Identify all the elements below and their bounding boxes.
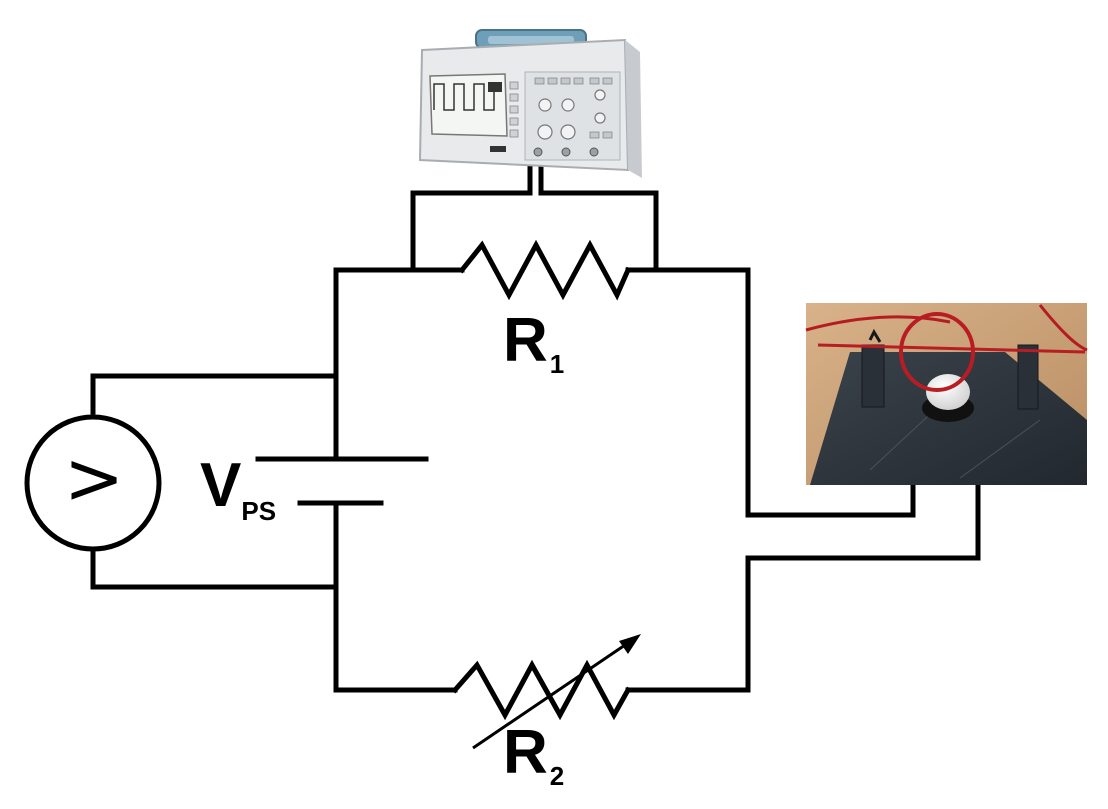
left-post bbox=[861, 344, 885, 408]
bottom-wire-left bbox=[333, 585, 415, 693]
oscilloscope-usb-port bbox=[490, 146, 506, 152]
oscilloscope-panel-buttons bbox=[534, 77, 613, 139]
label-vps-sub: PS bbox=[241, 496, 277, 526]
top-wire-left bbox=[333, 267, 465, 381]
bottom-wire-right bbox=[625, 482, 981, 693]
oscilloscope-icon bbox=[418, 29, 642, 178]
oscilloscope-menu-buttons bbox=[509, 81, 519, 138]
label-r1-sub: 1 bbox=[549, 349, 565, 379]
coil-axle-wire bbox=[817, 343, 1086, 354]
plate-texture-line bbox=[959, 419, 1041, 479]
oscilloscope-handle-grip bbox=[488, 36, 574, 44]
label-r1: R1 bbox=[503, 310, 564, 378]
coil-apparatus-photo bbox=[805, 303, 1088, 485]
voltmeter-icon bbox=[24, 373, 339, 590]
right-post bbox=[1017, 344, 1039, 410]
variable-arrow-line bbox=[472, 641, 629, 750]
label-vps: VPS bbox=[200, 455, 276, 525]
variable-arrow-head bbox=[619, 634, 641, 654]
resistor-r2 bbox=[451, 659, 632, 721]
background-wire-red bbox=[805, 315, 951, 332]
label-r2: R2 bbox=[503, 722, 564, 790]
oscilloscope-side bbox=[625, 40, 642, 178]
label-r2-main: R bbox=[503, 718, 548, 787]
oscilloscope-screen-readout bbox=[488, 82, 502, 92]
oscilloscope-control-panel bbox=[524, 71, 621, 161]
voltmeter-symbol: > bbox=[63, 436, 125, 520]
oscilloscope-leads bbox=[410, 165, 659, 271]
label-r1-main: R bbox=[503, 306, 548, 375]
battery-icon bbox=[255, 375, 429, 591]
resistor-r1 bbox=[458, 239, 632, 301]
left-post-hook bbox=[868, 328, 882, 343]
background-wire-red-right bbox=[1038, 304, 1088, 352]
label-r2-sub: 2 bbox=[549, 761, 565, 791]
top-wire-right bbox=[625, 267, 916, 518]
voltmeter-wire-top bbox=[90, 373, 339, 415]
oscilloscope-bnc-connectors bbox=[533, 147, 599, 157]
oscilloscope-screen bbox=[429, 73, 508, 137]
top-branch bbox=[333, 239, 916, 518]
label-vps-main: V bbox=[200, 451, 242, 520]
oscilloscope-lead-left bbox=[410, 165, 533, 271]
voltmeter-wire-bottom bbox=[90, 546, 339, 590]
bottom-branch bbox=[333, 482, 981, 750]
oscilloscope-lead-right bbox=[538, 165, 659, 271]
oscilloscope-waveform bbox=[433, 83, 502, 111]
wire-loop-coil bbox=[899, 312, 975, 392]
oscilloscope-knobs bbox=[537, 89, 606, 140]
